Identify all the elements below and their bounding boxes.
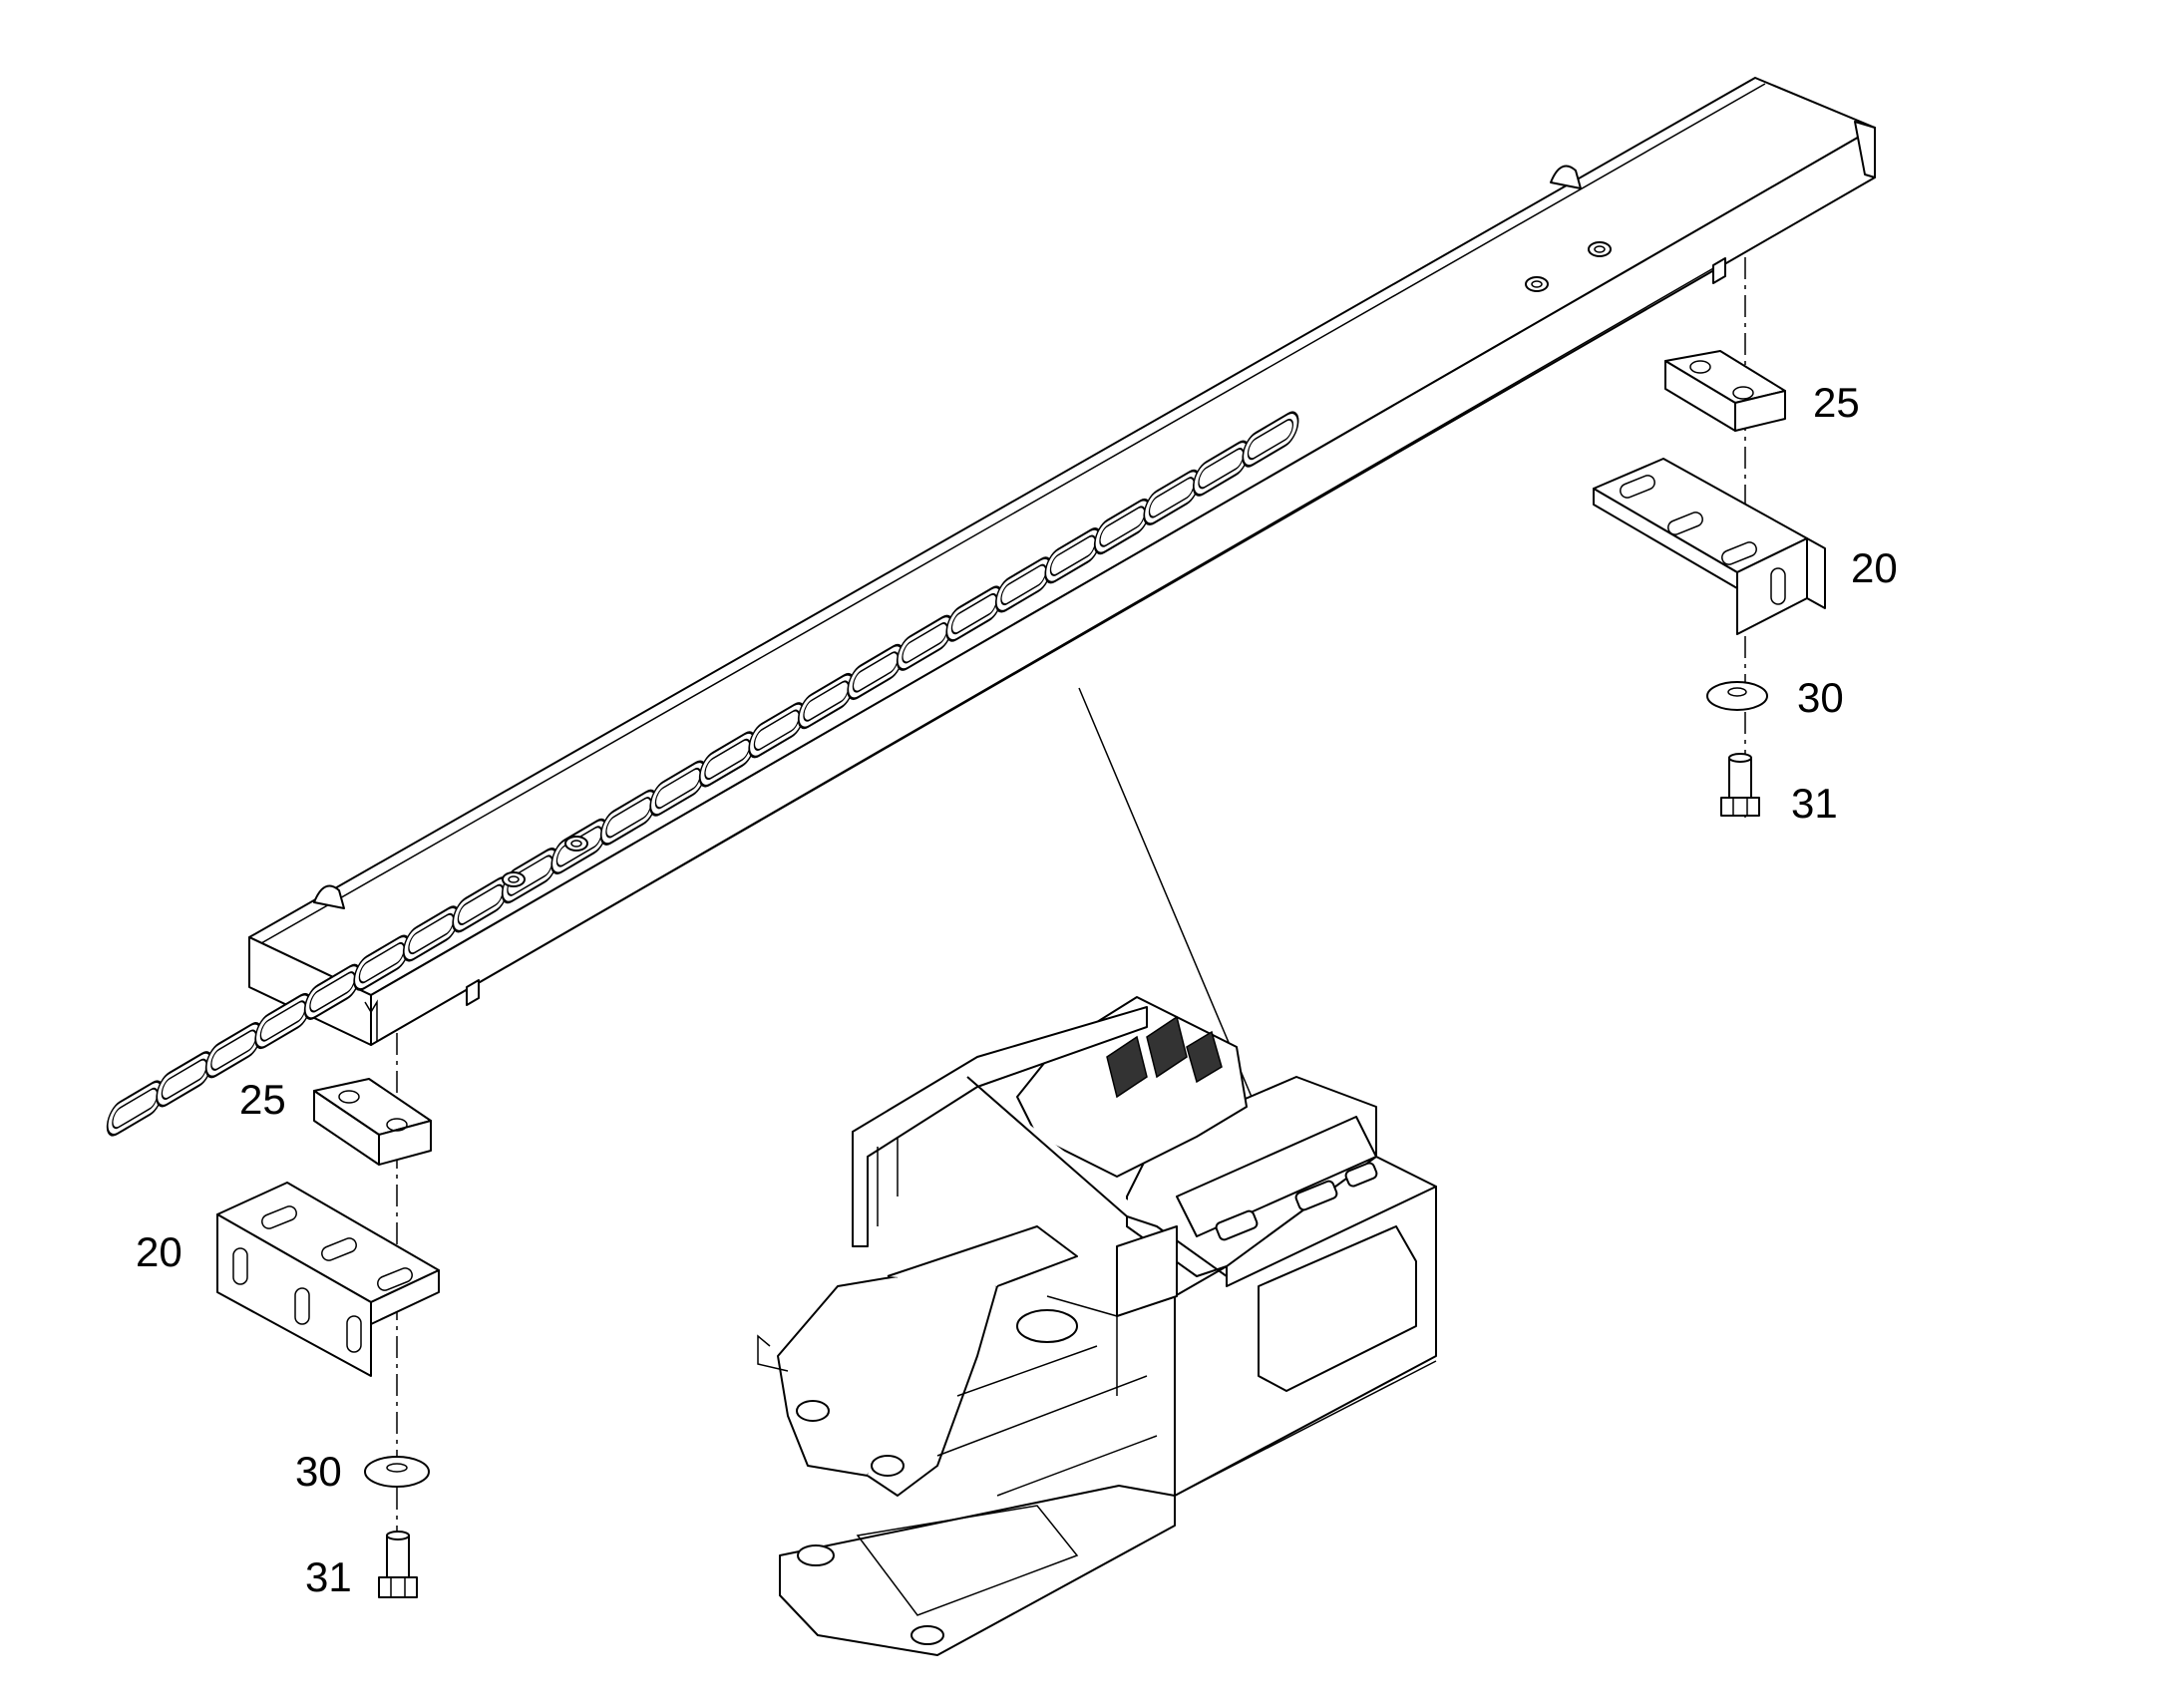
rail-slot	[156, 1051, 213, 1108]
rail-slot	[1242, 411, 1299, 468]
part-label-25-left: 25	[239, 1076, 286, 1123]
part-label-31-right: 31	[1791, 780, 1838, 827]
left-bolt	[378, 1531, 418, 1598]
part-label-20-right: 20	[1851, 544, 1898, 591]
right-washer	[1706, 681, 1768, 711]
rail-holes	[502, 241, 1612, 887]
left-mounting-bracket	[216, 1182, 440, 1377]
left-spacer-block	[313, 1078, 432, 1166]
part-label-30-right: 30	[1797, 674, 1844, 721]
part-label-31-left: 31	[305, 1553, 352, 1600]
guard-rail	[248, 77, 1876, 1046]
rail-slots	[106, 411, 1299, 1137]
rail-slot-inner	[1247, 418, 1294, 461]
right-bolt	[1720, 753, 1760, 817]
part-label-20-left: 20	[136, 1228, 182, 1275]
right-mounting-bracket	[1593, 458, 1826, 635]
part-label-25-right: 25	[1813, 379, 1860, 426]
rail-slot	[106, 1080, 164, 1137]
left-washer	[364, 1456, 430, 1488]
rail-slot	[204, 1022, 262, 1079]
right-spacer-block	[1664, 350, 1786, 432]
part-label-30-left: 30	[295, 1448, 342, 1495]
machine-upper-structure	[757, 996, 1437, 1656]
